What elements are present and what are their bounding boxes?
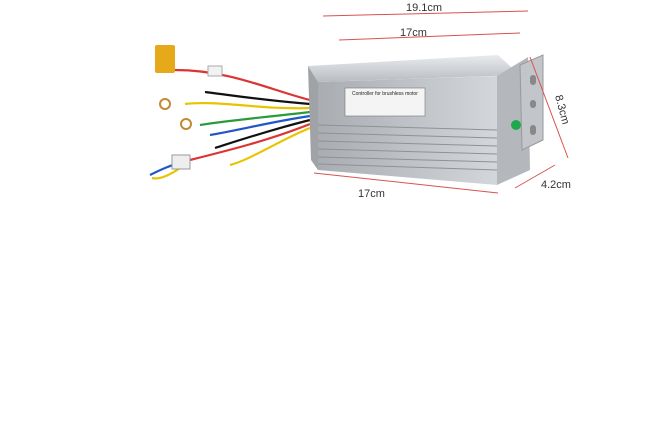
indicator-light (511, 120, 521, 130)
wire-harness (149, 68, 311, 180)
overall-length-label: 19.1cm (406, 2, 442, 14)
height-label: 8.3cm (552, 94, 571, 126)
controller-housing: Controller for brushless motor (308, 54, 544, 185)
bottom-length-label: 17cm (358, 188, 385, 200)
controller-label: Controller for brushless motor (352, 91, 418, 97)
depth-label: 4.2cm (541, 179, 571, 191)
dimension-lines (313, 10, 569, 194)
connectors (155, 45, 223, 170)
top-length-label: 17cm (400, 27, 427, 39)
